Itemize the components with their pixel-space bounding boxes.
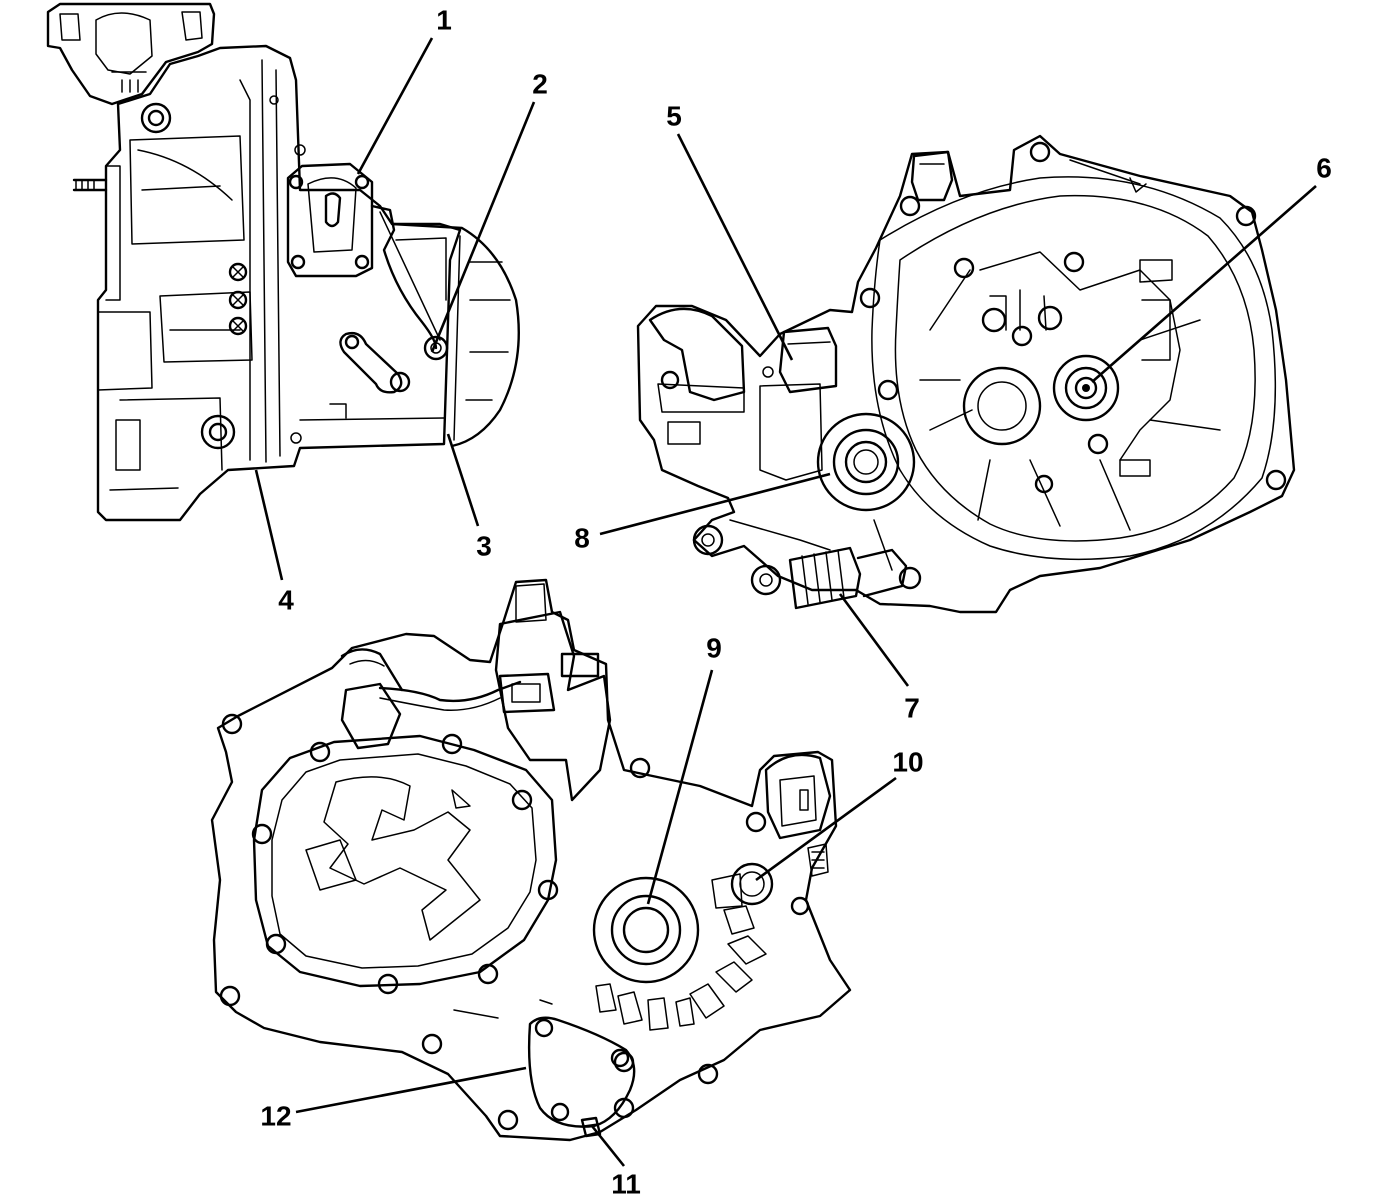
transaxle-side-view xyxy=(46,2,520,522)
leader-11 xyxy=(590,1125,626,1167)
callout-1: 1 xyxy=(436,4,452,35)
leader-5 xyxy=(676,133,794,361)
callout-4: 4 xyxy=(278,584,294,615)
callout-5: 5 xyxy=(666,100,682,131)
leader-1 xyxy=(356,37,434,175)
transaxle-case-end-view xyxy=(210,578,852,1142)
callout-labels: 1 2 3 4 5 6 7 8 9 10 11 12 xyxy=(260,4,1331,1199)
callout-9: 9 xyxy=(706,632,722,663)
callout-6: 6 xyxy=(1316,152,1332,183)
leader-9 xyxy=(646,669,714,905)
leader-10 xyxy=(755,776,897,882)
callout-2: 2 xyxy=(532,68,548,99)
callout-12: 12 xyxy=(260,1100,291,1131)
leader-6 xyxy=(1091,185,1317,383)
callout-10: 10 xyxy=(892,746,923,777)
callout-3: 3 xyxy=(476,530,492,561)
transaxle-clutch-housing-view xyxy=(636,134,1296,614)
callout-11: 11 xyxy=(611,1168,641,1199)
callout-leaders xyxy=(254,37,1317,1167)
leader-2 xyxy=(430,101,536,353)
leader-7 xyxy=(838,593,910,687)
leader-8 xyxy=(599,472,831,536)
leader-4 xyxy=(254,469,284,581)
leader-3 xyxy=(446,433,480,527)
callout-7: 7 xyxy=(904,692,920,723)
callout-8: 8 xyxy=(574,522,590,553)
leader-12 xyxy=(295,1066,527,1114)
